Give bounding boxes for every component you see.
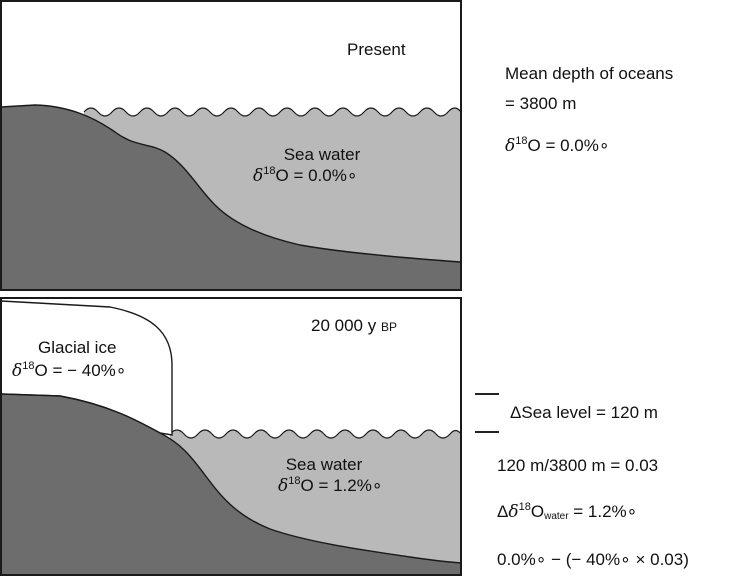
mean-depth-line-1: Mean depth of oceans <box>505 64 674 83</box>
glacial-title: 20 000 y BP <box>311 316 397 337</box>
present-sea-surface <box>83 107 462 117</box>
present-panel: Present Sea water δ18O = 0.0%∘ <box>0 0 462 291</box>
isotope-number: 18 <box>263 165 276 177</box>
delta-symbol: δ <box>253 166 264 186</box>
glacial-panel: 20 000 y BP Glacial ice δ18O = − 40%∘ Se… <box>0 297 462 576</box>
delta-water-o: O <box>530 502 545 521</box>
glacial-title-unit: BP <box>380 320 397 334</box>
isotope-number: 18 <box>518 501 531 513</box>
glacial-ice-label: Glacial ice <box>38 338 117 357</box>
delta-water-note: Δδ18Owater = 1.2%∘ <box>497 501 638 523</box>
delta-water-prefix: Δ <box>497 502 509 521</box>
present-water-label: Sea water <box>283 145 361 164</box>
isotope-number: 18 <box>288 475 301 487</box>
isotope-number: 18 <box>515 135 528 147</box>
glacial-ice-isotope: δ18O = − 40%∘ <box>12 360 127 382</box>
present-land <box>0 104 462 291</box>
sea-level-change-note: ΔSea level = 120 m <box>510 403 658 422</box>
present-water-isotope: δ18O = 0.0%∘ <box>253 165 358 187</box>
glacial-land <box>0 393 462 576</box>
glacial-ice-delta-value: O = − 40%∘ <box>34 361 127 380</box>
glacial-water-isotope: δ18O = 1.2%∘ <box>278 475 383 497</box>
present-title: Present <box>347 40 406 59</box>
present-water-delta-value: O = 0.0%∘ <box>275 166 358 185</box>
delta-symbol: δ <box>278 476 289 496</box>
present-delta-note: δ18O = 0.0%∘ <box>505 135 610 157</box>
old-sea-level-marker <box>475 393 499 395</box>
isotope-number: 18 <box>22 360 35 372</box>
delta-symbol: δ <box>508 502 519 522</box>
glacial-sea-surface <box>169 429 462 439</box>
delta-symbol: δ <box>505 136 516 156</box>
glacial-panel-frame <box>0 297 462 576</box>
glacial-water-delta-value: O = 1.2%∘ <box>300 476 383 495</box>
formula-note: 0.0%∘ − (− 40%∘ × 0.03) <box>497 550 689 569</box>
delta-water-subscript: water <box>544 511 569 522</box>
glacial-water-label: Sea water <box>285 455 363 474</box>
ratio-note: 120 m/3800 m = 0.03 <box>497 456 659 475</box>
delta-symbol: δ <box>12 361 23 381</box>
present-panel-frame <box>0 0 462 291</box>
glacial-title-number: 20 000 y <box>311 316 377 335</box>
mean-depth-line-2: = 3800 m <box>505 94 577 113</box>
new-sea-level-marker <box>475 431 499 433</box>
present-delta-note-value: O = 0.0%∘ <box>527 136 610 155</box>
glacial-panel-drawing <box>0 297 462 576</box>
delta-water-value: = 1.2%∘ <box>568 502 638 521</box>
present-panel-drawing <box>0 0 462 291</box>
